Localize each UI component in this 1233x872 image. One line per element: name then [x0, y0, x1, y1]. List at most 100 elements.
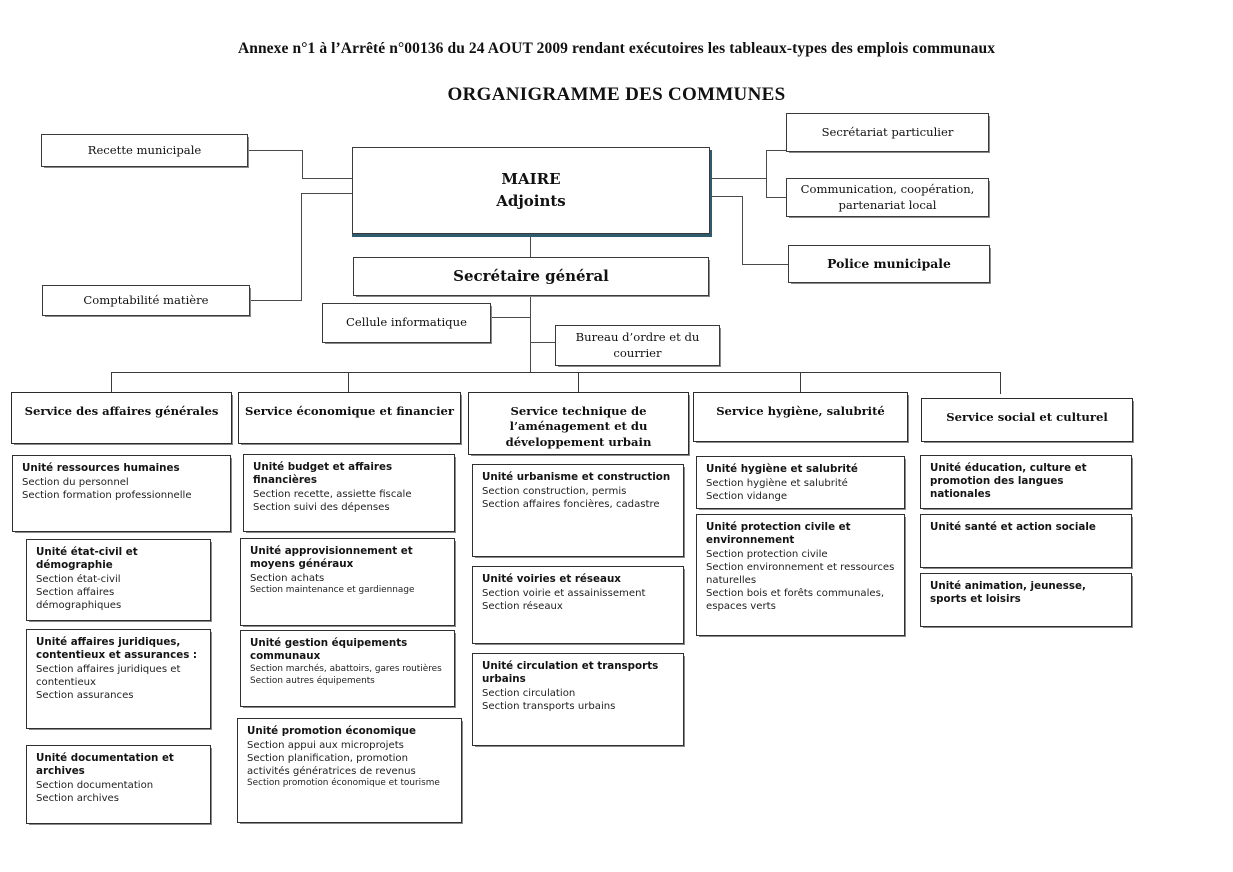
recette-municipale-label: Recette municipale	[87, 142, 202, 157]
communication-label-line1: Communication, coopération,	[800, 182, 975, 197]
unit-title: Unité circulation et transports urbains	[482, 660, 659, 685]
unit-circulation-transports-urbains[interactable]: Unité circulation et transports urbains …	[472, 653, 684, 746]
unit-section: Section état-civil	[36, 573, 121, 585]
service-header-economique-financier[interactable]: Service économique et financier	[238, 392, 461, 444]
cellule-informatique-label: Cellule informatique	[346, 315, 467, 330]
unit-section: Section circulation	[482, 687, 576, 699]
communication-label-line2: partenariat local	[838, 197, 937, 212]
connector-sg-trunk	[530, 297, 531, 373]
comptabilite-matiere-label: Comptabilité matière	[83, 292, 209, 307]
connector-recette-h2	[302, 178, 352, 179]
unit-section: Section réseaux	[482, 601, 563, 613]
unit-title: Unité protection civile et environnement	[706, 521, 851, 546]
service-header-social-culturel[interactable]: Service social et culturel	[921, 398, 1133, 442]
connector-recette-v	[302, 150, 303, 179]
unit-title: Unité gestion équipements communaux	[250, 637, 408, 662]
connector-secretariat-h	[766, 150, 786, 151]
police-municipale-label: Police municipale	[827, 255, 951, 271]
secretaire-general-label: Secrétaire général	[453, 267, 609, 286]
connector-maire-sg	[530, 234, 531, 257]
connector-drop-service-2	[348, 372, 349, 392]
unit-title: Unité affaires juridiques, contentieux e…	[36, 636, 198, 661]
connector-comptabilite-h1	[250, 300, 302, 301]
unit-budget-affaires-financieres[interactable]: Unité budget et affaires financières Sec…	[243, 454, 455, 532]
unit-section: Section archives	[36, 793, 120, 805]
unit-urbanisme-construction[interactable]: Unité urbanisme et construction Section …	[472, 464, 684, 557]
unit-protection-civile-environnement[interactable]: Unité protection civile et environnement…	[696, 514, 905, 636]
unit-title: Unité voiries et réseaux	[482, 573, 621, 585]
unit-section: Section bois et forêts communales, espac…	[706, 588, 885, 613]
service-header-technique-amenagement[interactable]: Service technique de l’aménagement et du…	[468, 392, 689, 455]
unit-section: Section hygiène et salubrité	[706, 477, 848, 489]
connector-cellule-h	[490, 317, 531, 318]
connector-comptabilite-v	[301, 193, 302, 301]
service-header-hygiene-salubrite[interactable]: Service hygiène, salubrité	[693, 392, 908, 442]
service-1-title-line-1: Service des affaires générales	[24, 404, 219, 418]
unit-section: Section formation professionnelle	[22, 490, 192, 502]
connector-recette-h1	[248, 150, 303, 151]
unit-title: Unité approvisionnement et moyens généra…	[250, 545, 413, 570]
unit-section: Section recette, assiette fiscale	[253, 488, 412, 500]
unit-title: Unité éducation, culture et promotion de…	[930, 462, 1087, 500]
service-3-title-line-2: l’aménagement et du	[509, 419, 648, 434]
node-maire-adjoints[interactable]: MAIRE Adjoints	[352, 147, 710, 234]
unit-section: Section voirie et assainissement	[482, 587, 646, 599]
unit-section: Section maintenance et gardiennage	[250, 585, 415, 596]
service-header-affaires-generales[interactable]: Service des affaires générales	[11, 392, 232, 444]
connector-drop-service-5	[1000, 372, 1001, 394]
connector-police-h1	[710, 196, 743, 197]
node-cellule-informatique[interactable]: Cellule informatique	[322, 303, 491, 343]
unit-section: Section environnement et ressources natu…	[706, 562, 895, 587]
unit-voiries-reseaux[interactable]: Unité voiries et réseaux Section voirie …	[472, 566, 684, 644]
node-bureau-ordre-courrier[interactable]: Bureau d’ordre et du courrier	[555, 325, 720, 366]
connector-bureau-h	[530, 342, 555, 343]
unit-section: Section suivi des dépenses	[253, 502, 390, 514]
connector-police-v	[742, 196, 743, 265]
connector-drop-service-1	[111, 372, 112, 392]
unit-section: Section marchés, abattoirs, gares routiè…	[250, 663, 442, 674]
connector-maire-right-h	[710, 178, 767, 179]
unit-title: Unité animation, jeunesse, sports et loi…	[930, 580, 1086, 605]
unit-title: Unité santé et action sociale	[930, 521, 1096, 533]
unit-title: Unité hygiène et salubrité	[706, 463, 858, 475]
node-comptabilite-matiere[interactable]: Comptabilité matière	[42, 285, 250, 316]
connector-services-bus	[111, 372, 1001, 373]
chart-title: ORGANIGRAMME DES COMMUNES	[447, 84, 786, 105]
unit-etat-civil-demographie[interactable]: Unité état-civil et démographie Section …	[26, 539, 211, 621]
node-secretaire-general[interactable]: Secrétaire général	[353, 257, 709, 296]
node-secretariat-particulier[interactable]: Secrétariat particulier	[786, 113, 989, 152]
connector-right-bracket-v	[766, 150, 767, 198]
unit-gestion-equipements-communaux[interactable]: Unité gestion équipements communaux Sect…	[240, 630, 455, 707]
service-5-title-line-1: Service social et culturel	[946, 410, 1108, 424]
unit-approvisionnement-moyens-generaux[interactable]: Unité approvisionnement et moyens généra…	[240, 538, 455, 626]
unit-title: Unité promotion économique	[247, 725, 416, 737]
connector-drop-service-4	[800, 372, 801, 392]
node-recette-municipale[interactable]: Recette municipale	[41, 134, 248, 167]
unit-title: Unité budget et affaires financières	[253, 461, 393, 486]
unit-title: Unité documentation et archives	[36, 752, 174, 777]
unit-promotion-economique[interactable]: Unité promotion économique Section appui…	[237, 718, 462, 823]
unit-section: Section affaires démographiques	[36, 587, 122, 612]
unit-section: Section affaires juridiques et contentie…	[36, 663, 181, 689]
unit-title: Unité état-civil et démographie	[36, 546, 138, 571]
unit-section: Section vidange	[706, 491, 788, 503]
connector-comptabilite-h2	[301, 193, 352, 194]
unit-animation-jeunesse-sports-loisirs[interactable]: Unité animation, jeunesse, sports et loi…	[920, 573, 1132, 627]
unit-documentation-archives[interactable]: Unité documentation et archives Section …	[26, 745, 211, 824]
connector-drop-service-3	[578, 372, 579, 392]
unit-hygiene-salubrite[interactable]: Unité hygiène et salubrité Section hygiè…	[696, 456, 905, 509]
unit-section: Section documentation	[36, 779, 154, 791]
unit-section: Section planification, promotion activit…	[247, 753, 416, 778]
unit-ressources-humaines[interactable]: Unité ressources humaines Section du per…	[12, 455, 231, 532]
service-3-title-line-1: Service technique de	[510, 404, 647, 418]
service-2-title-line-1: Service économique et financier	[245, 404, 454, 418]
unit-education-culture-langues[interactable]: Unité éducation, culture et promotion de…	[920, 455, 1132, 509]
unit-section: Section transports urbains	[482, 701, 616, 713]
unit-sante-action-sociale[interactable]: Unité santé et action sociale	[920, 514, 1132, 568]
node-police-municipale[interactable]: Police municipale	[788, 245, 990, 283]
node-communication-cooperation[interactable]: Communication, coopération, partenariat …	[786, 178, 989, 217]
unit-section: Section assurances	[36, 690, 134, 702]
unit-affaires-juridiques[interactable]: Unité affaires juridiques, contentieux e…	[26, 629, 211, 729]
connector-police-h2	[742, 264, 788, 265]
